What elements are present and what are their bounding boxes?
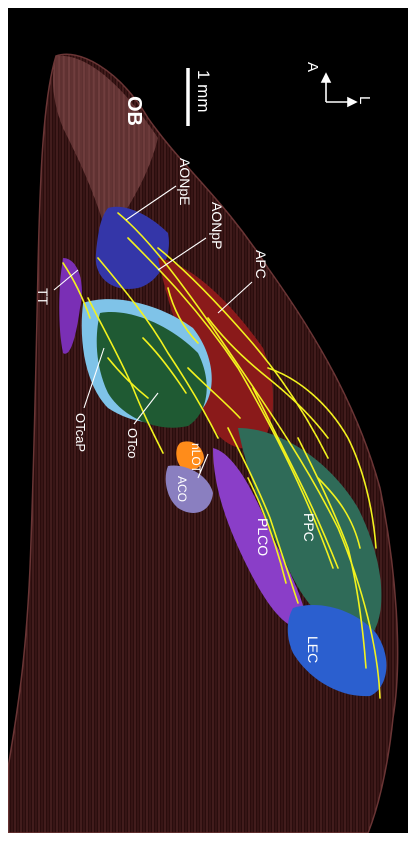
label-plco: PLCO: [255, 518, 271, 556]
orientation-lateral-label: L: [356, 96, 373, 104]
label-ppc: PPC: [301, 513, 317, 542]
label-aonpp: AONpP: [209, 202, 225, 249]
orientation-anterior-label: A: [304, 62, 321, 72]
label-apc: APC: [253, 250, 269, 279]
scale-bar-label: 1 mm: [194, 70, 213, 113]
label-otcap: OTcaP: [73, 413, 88, 452]
brain-figure: A L 1 mm OB AONpE AONpP APC TT OTcaP OTc…: [8, 8, 408, 833]
label-lec: LEC: [305, 636, 321, 663]
label-aonpe: AONpE: [177, 158, 193, 205]
label-aco: ACO: [175, 476, 189, 502]
label-otco: OTco: [125, 428, 140, 458]
label-ob: OB: [123, 96, 145, 126]
orientation-arrows: [322, 74, 356, 106]
label-nlot: nLOT: [189, 443, 203, 474]
label-tt: TT: [35, 288, 51, 306]
